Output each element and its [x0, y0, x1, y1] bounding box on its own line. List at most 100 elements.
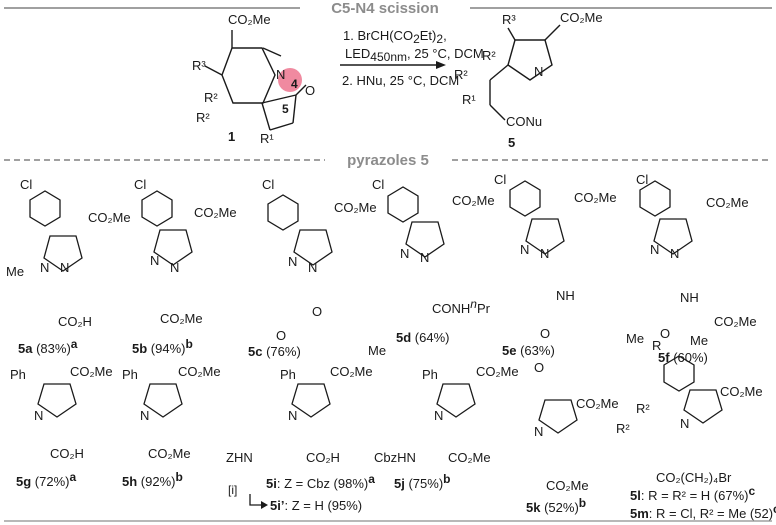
5e-nh: NH: [556, 288, 575, 303]
structure-grid: [29, 180, 723, 434]
row1-captions: 5a (83%)a 5b (94%)b 5c (76%) 5d (64%) 5e…: [18, 330, 708, 365]
5a-n2: N: [60, 260, 69, 275]
5e-n: N: [520, 242, 529, 257]
5f-n: N: [650, 242, 659, 257]
5d-n: N: [400, 246, 409, 261]
5c-n: N: [288, 254, 297, 269]
product-r3: R³: [502, 12, 516, 27]
5k-co2me: CO₂Me: [576, 396, 619, 411]
product-conu: CONu: [506, 114, 542, 129]
caption-5g: 5g (72%)a: [16, 470, 76, 489]
row1-labels: Cl CO₂Me N N Me CO₂H Cl CO₂Me N N CO₂Me …: [6, 172, 757, 358]
caption-5c: 5c (76%): [248, 344, 301, 359]
5d-cl: Cl: [372, 177, 384, 192]
5j-n: N: [434, 408, 443, 423]
sm-n: N: [276, 67, 285, 82]
5c-o: O: [276, 328, 286, 343]
caption-5i-prime: 5i’: Z = H (95%): [270, 498, 362, 513]
caption-5a: 5a (83%)a: [18, 337, 78, 356]
5e-me: Me: [626, 331, 644, 346]
5g-n: N: [34, 408, 43, 423]
5i-ph: Ph: [280, 367, 296, 382]
caption-5j: 5j (75%)b: [394, 472, 451, 491]
5i-n: N: [288, 408, 297, 423]
sm-number: 1: [228, 129, 235, 144]
5j-cbzhn: CbzHN: [374, 450, 416, 465]
product-number: 5: [508, 135, 515, 150]
5l-n: N: [680, 416, 689, 431]
product-n: N: [534, 64, 543, 79]
condition-step2: 2. HNu, 25 °C, DCM: [342, 73, 459, 88]
5j-co2me: CO₂Me: [476, 364, 519, 379]
product-5: [489, 24, 561, 121]
sm-r1: R¹: [260, 131, 274, 146]
5f-cl: Cl: [636, 172, 648, 187]
5c-me: Me: [368, 343, 386, 358]
row2-captions: 5g (72%)a 5h (92%)b 5i: Z = Cbz (98%)a […: [16, 470, 776, 521]
5l-co2br: CO₂(CH₂)₄Br: [656, 470, 732, 485]
section2-title: pyrazoles 5: [347, 152, 429, 169]
caption-5e: 5e (63%): [502, 343, 555, 358]
caption-5k: 5k (52%)b: [526, 496, 586, 515]
5k-co2me2: CO₂Me: [546, 478, 589, 493]
5j-co2me2: CO₂Me: [448, 450, 491, 465]
5g-ph: Ph: [10, 367, 26, 382]
5f-co2me2: CO₂Me: [714, 314, 757, 329]
5a-cl: Cl: [20, 177, 32, 192]
5f-o: O: [660, 326, 670, 341]
sm-o: O: [305, 83, 315, 98]
5f-nh: NH: [680, 290, 699, 305]
5g-co2h: CO₂H: [50, 446, 84, 461]
5d-conhpr: CONHnPr: [432, 297, 491, 316]
5c-co2me: CO₂Me: [334, 200, 377, 215]
5e-co2me: CO₂Me: [574, 190, 617, 205]
scission-highlight: [278, 68, 302, 92]
5a-n: N: [40, 260, 49, 275]
5i-co2h: CO₂H: [306, 450, 340, 465]
step-i-arrow: [249, 494, 264, 506]
5b-cl: Cl: [134, 177, 146, 192]
5h-n: N: [140, 408, 149, 423]
5h-co2me2: CO₂Me: [148, 446, 191, 461]
sm-r2-b: R²: [196, 110, 210, 125]
sm-atom-n4: 4: [291, 77, 298, 91]
5e-n2: N: [540, 246, 549, 261]
5b-n: N: [150, 253, 159, 268]
caption-5b: 5b (94%)b: [132, 337, 193, 356]
caption-5h: 5h (92%)b: [122, 470, 183, 489]
sm-co2me: CO₂Me: [228, 12, 271, 27]
5h-co2me: CO₂Me: [178, 364, 221, 379]
reaction-arrow: [340, 61, 446, 69]
condition-step1: 1. BrCH(CO2Et)2,: [343, 28, 447, 46]
5c-o2: O: [312, 304, 322, 319]
5k-o: O: [534, 360, 544, 375]
5e-o: O: [540, 326, 550, 341]
5l-r: R: [652, 338, 661, 353]
caption-5i: 5i: Z = Cbz (98%)a: [266, 472, 375, 491]
5c-cl: Cl: [262, 177, 274, 192]
5j-ph: Ph: [422, 367, 438, 382]
caption-5d: 5d (64%): [396, 330, 449, 345]
5i-zhn: ZHN: [226, 450, 253, 465]
5k-n: N: [534, 424, 543, 439]
5a-me: Me: [6, 264, 24, 279]
5f-me: Me: [690, 333, 708, 348]
5i-co2me: CO₂Me: [330, 364, 373, 379]
header-title: C5-N4 scission: [331, 0, 439, 17]
starting-material-1: [204, 30, 307, 131]
sm-r2-a: R²: [204, 90, 218, 105]
condition-step1b: LED450nm, 25 °C, DCM: [345, 46, 484, 64]
sm-atom-c5: 5: [282, 102, 289, 116]
sm-r3: R³: [192, 58, 206, 73]
caption-5l: 5l: R = R² = H (67%)c: [630, 484, 755, 503]
5h-ph: Ph: [122, 367, 138, 382]
5b-co2me2: CO₂Me: [160, 311, 203, 326]
5d-n2: N: [420, 250, 429, 265]
product-co2me: CO₂Me: [560, 10, 603, 25]
5l-r2-b: R²: [616, 421, 630, 436]
5d-co2me: CO₂Me: [452, 193, 495, 208]
5g-co2me: CO₂Me: [70, 364, 113, 379]
row2-labels: Ph CO₂Me N CO₂H Ph CO₂Me N CO₂Me Ph CO₂M…: [10, 338, 763, 493]
5c-n2: N: [308, 260, 317, 275]
